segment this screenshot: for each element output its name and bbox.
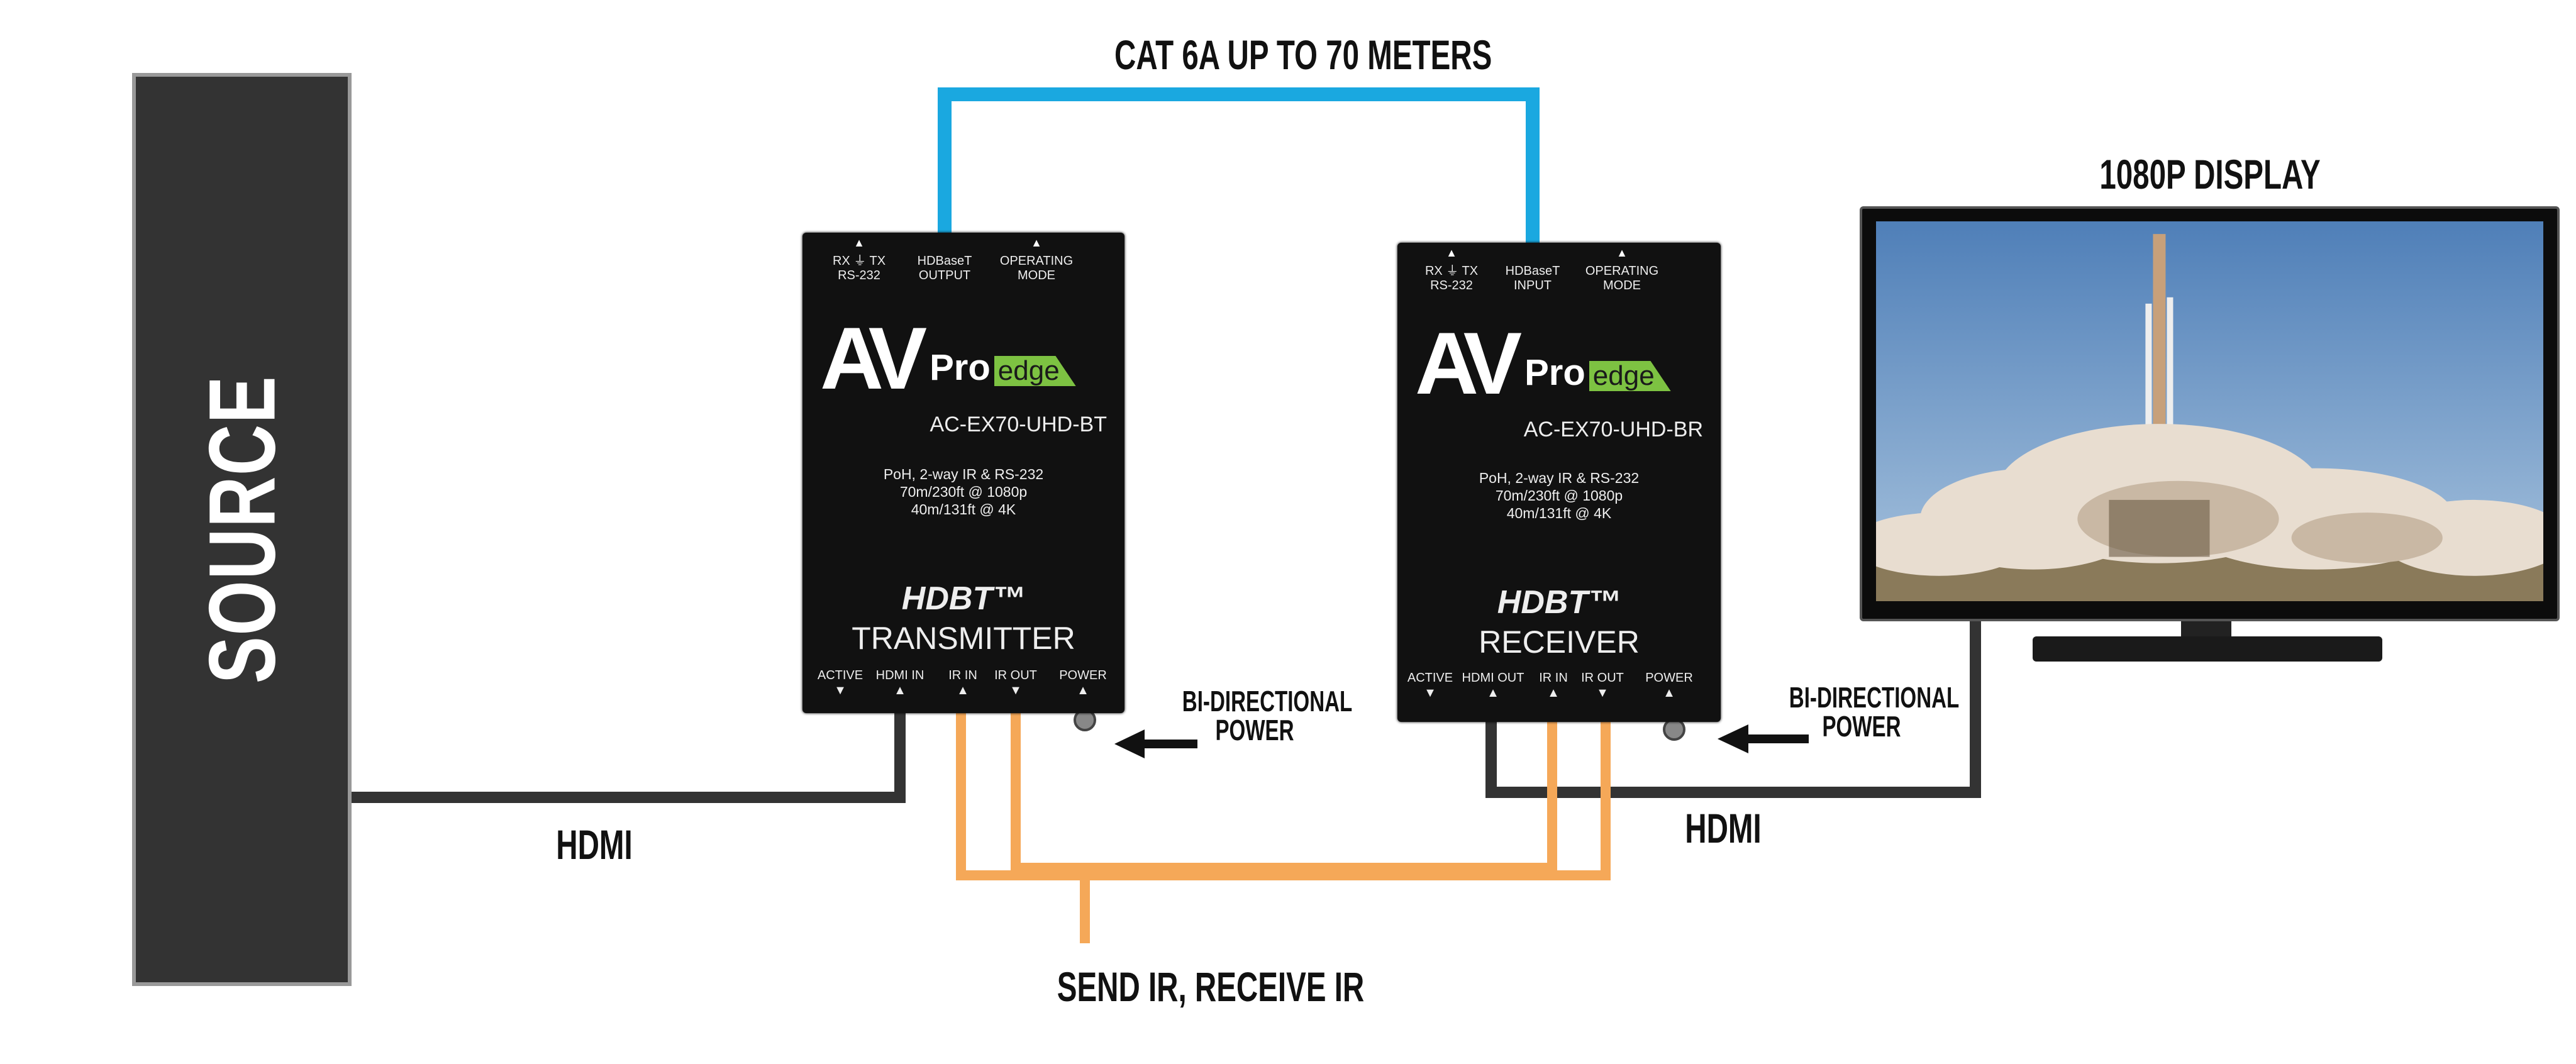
power-jack-rx <box>1663 718 1685 741</box>
role-label: TRANSMITTER <box>852 621 1075 656</box>
cat6-cable <box>938 87 1540 247</box>
port-active: ACTIVE▼ <box>1407 671 1453 700</box>
port-ir-in: IR IN▲ <box>1539 671 1568 700</box>
display-title: 1080P DISPLAY <box>2099 151 2321 197</box>
ir-label: SEND IR, RECEIVE IR <box>1057 963 1365 1010</box>
port-active: ACTIVE▼ <box>817 668 863 697</box>
ir-cable-tx-out <box>1011 713 1557 873</box>
hdmi-label-left: HDMI <box>556 821 633 868</box>
port-ir-out: IR OUT▼ <box>994 668 1037 697</box>
port-ir-out: IR OUT▼ <box>1581 671 1624 700</box>
source-device: SOURCE <box>132 73 352 986</box>
port-hdmi-in: HDMI IN▲ <box>875 668 924 697</box>
cable-title: CAT 6A UP TO 70 METERS <box>1114 31 1492 78</box>
tv-stand-base <box>2033 636 2382 662</box>
up-arrow-icon: ▲ <box>1446 247 1457 259</box>
role-label: RECEIVER <box>1479 624 1640 660</box>
tv-screen-image <box>1876 221 2543 601</box>
ir-cable-tx-in <box>956 713 1611 880</box>
port-hdmi-out: HDMI OUT▲ <box>1462 671 1524 700</box>
hdbt-logo: HDBT™ <box>901 580 1026 617</box>
power-arrow-left <box>1114 729 1197 758</box>
hdmi-cable-left <box>352 713 906 803</box>
display-tv <box>1860 206 2560 621</box>
port-power: POWER▲ <box>1059 668 1107 697</box>
model-number: AC-EX70-UHD-BT <box>930 413 1107 436</box>
up-arrow-icon: ▲ <box>853 236 865 249</box>
hdmi-label-right: HDMI <box>1685 805 1762 851</box>
model-number: AC-EX70-UHD-BR <box>1523 418 1703 441</box>
hdmi-cable-right <box>1485 619 1981 798</box>
hdbt-logo: HDBT™ <box>1497 584 1621 621</box>
port-ir-in: IR IN▲ <box>948 668 977 697</box>
source-label: SOURCE <box>189 375 294 684</box>
up-arrow-icon: ▲ <box>1616 247 1628 259</box>
power-arrow-right <box>1718 724 1809 753</box>
up-arrow-icon: ▲ <box>1031 236 1042 249</box>
port-power: POWER▲ <box>1645 671 1693 700</box>
